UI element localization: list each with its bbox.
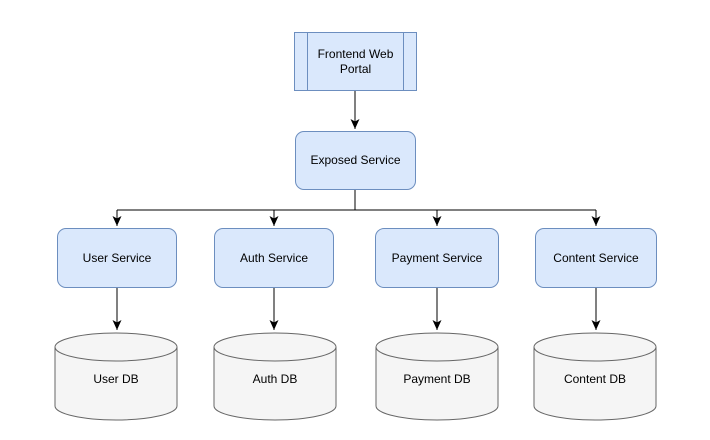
content-db-label: Content DB bbox=[563, 372, 627, 386]
node-content-db[interactable] bbox=[533, 332, 657, 421]
node-auth-service[interactable]: Auth Service bbox=[214, 228, 334, 288]
user-db-cylinder-rim bbox=[54, 346, 178, 362]
content-db-cylinder-rim bbox=[533, 346, 657, 362]
node-frontend-web-portal[interactable]: Frontend Web Portal bbox=[294, 32, 417, 91]
auth-db-label: Auth DB bbox=[252, 372, 298, 386]
content-db-cylinder-shape[interactable] bbox=[533, 332, 657, 421]
user-db-label: User DB bbox=[93, 372, 139, 386]
process-bar-right-icon bbox=[403, 33, 404, 90]
payment-service-label: Payment Service bbox=[391, 250, 483, 265]
user-db-cylinder-shape[interactable] bbox=[54, 332, 178, 421]
user-service-label: User Service bbox=[82, 250, 152, 265]
node-payment-db[interactable] bbox=[375, 332, 499, 421]
payment-db-cylinder-shape[interactable] bbox=[375, 332, 499, 421]
node-user-db[interactable] bbox=[54, 332, 178, 421]
node-exposed-service[interactable]: Exposed Service bbox=[295, 131, 416, 190]
auth-db-cylinder-rim bbox=[213, 346, 337, 362]
node-payment-service[interactable]: Payment Service bbox=[375, 228, 499, 288]
node-auth-db[interactable] bbox=[213, 332, 337, 421]
process-bar-left-icon bbox=[307, 33, 308, 90]
payment-db-cylinder-rim bbox=[375, 346, 499, 362]
node-content-service[interactable]: Content Service bbox=[535, 228, 657, 288]
node-user-service[interactable]: User Service bbox=[57, 228, 177, 288]
exposed-service-label: Exposed Service bbox=[310, 153, 401, 167]
auth-service-label: Auth Service bbox=[239, 250, 309, 265]
payment-db-label: Payment DB bbox=[403, 372, 471, 386]
auth-db-cylinder-shape[interactable] bbox=[213, 332, 337, 421]
frontend-web-portal-label: Frontend Web Portal bbox=[317, 46, 394, 76]
content-service-label: Content Service bbox=[553, 250, 639, 265]
